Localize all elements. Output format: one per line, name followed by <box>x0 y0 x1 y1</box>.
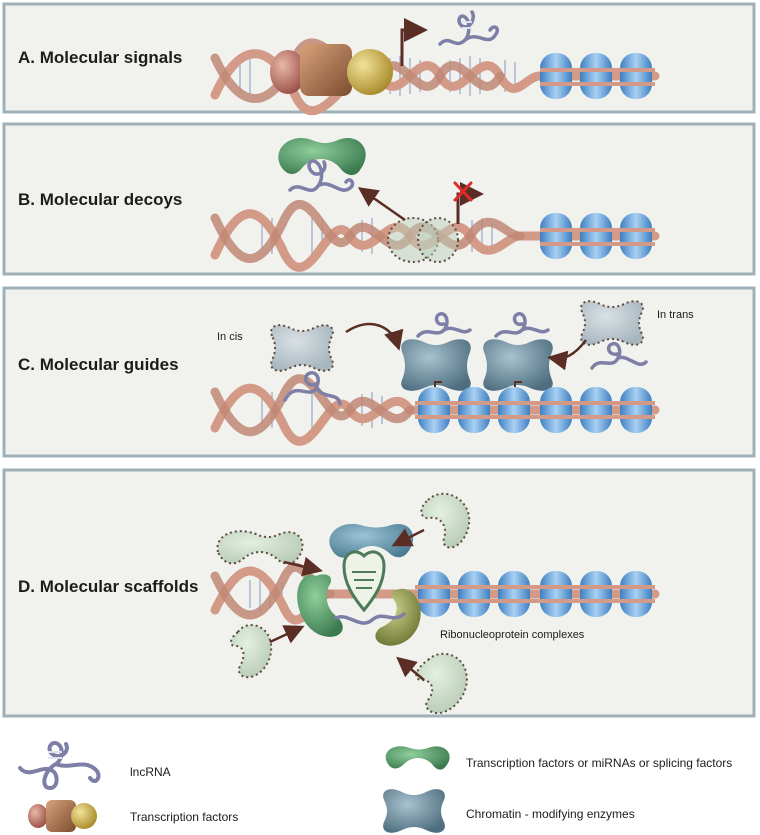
panel-c-dna-helix <box>210 374 660 446</box>
panel-a-nucleosomes <box>540 53 655 99</box>
panel-c-nucleosomes <box>415 387 655 433</box>
panel-c-in-cis-label: In cis <box>217 331 243 343</box>
panel-c-trans-arrow <box>547 339 587 371</box>
panel-b-blocked-promoter <box>453 181 484 224</box>
legend-chromatin-enzyme-label: Chromatin - modifying enzymes <box>466 807 635 821</box>
panel-d-pale-factor-bottomright <box>415 652 468 714</box>
panel-b-decoy-arrow <box>357 187 406 222</box>
panel-a-transcription-factors <box>270 44 393 96</box>
panel-b-dotted-binding-site <box>387 217 459 263</box>
panel-c-cis-enzyme-dotted <box>270 324 334 372</box>
panel-c-trans-lncrna <box>590 341 648 370</box>
legend-tf-label: Transcription factors <box>130 810 239 824</box>
panel-b-nucleosomes <box>540 213 655 259</box>
panel-c-in-trans-label: In trans <box>657 309 694 321</box>
panel-a-lncrna <box>438 10 500 46</box>
panel-b-green-factor <box>278 138 366 176</box>
panel-d-pale-factor-topright <box>420 492 471 549</box>
legend-green-factor-icon <box>385 746 450 770</box>
legend-green-factor-label: Transcription factors or miRNAs or splic… <box>466 756 733 770</box>
legend-lncrna-label: lncRNA <box>130 765 171 779</box>
panel-c-cis-lncrna <box>283 371 342 406</box>
panel-c-cis-arrow <box>345 322 404 351</box>
legend-lncrna-icon <box>18 741 101 791</box>
legend-tf-icon <box>28 800 97 832</box>
panel-b-title: B. Molecular decoys <box>18 190 183 209</box>
panel-c-enzyme-1-lncrna <box>416 312 472 338</box>
panel-c-title: C. Molecular guides <box>18 355 179 374</box>
panel-a-title: A. Molecular signals <box>18 48 183 67</box>
panel-b-dna-helix <box>210 200 660 272</box>
panel-d-rnp-label: Ribonucleoprotein complexes <box>440 629 585 641</box>
panel-c-trans-enzyme-dotted <box>580 300 644 346</box>
panel-c-enzyme-1 <box>401 339 471 391</box>
panel-d-pale-factor-topleft <box>216 530 304 565</box>
panel-d-recruitment-arrows <box>269 528 425 681</box>
panel-b-lncrna <box>288 159 355 193</box>
panel-d-pale-factor-bottomleft <box>230 624 273 679</box>
panel-a-promoter-arrow <box>400 18 428 66</box>
panel-d-title: D. Molecular scaffolds <box>18 577 199 596</box>
panel-c-enzyme-2-lncrna <box>494 312 550 338</box>
legend-chromatin-enzyme-icon <box>383 789 445 833</box>
panel-c-enzyme-2 <box>483 339 553 391</box>
panel-d-nucleosomes <box>415 571 655 617</box>
